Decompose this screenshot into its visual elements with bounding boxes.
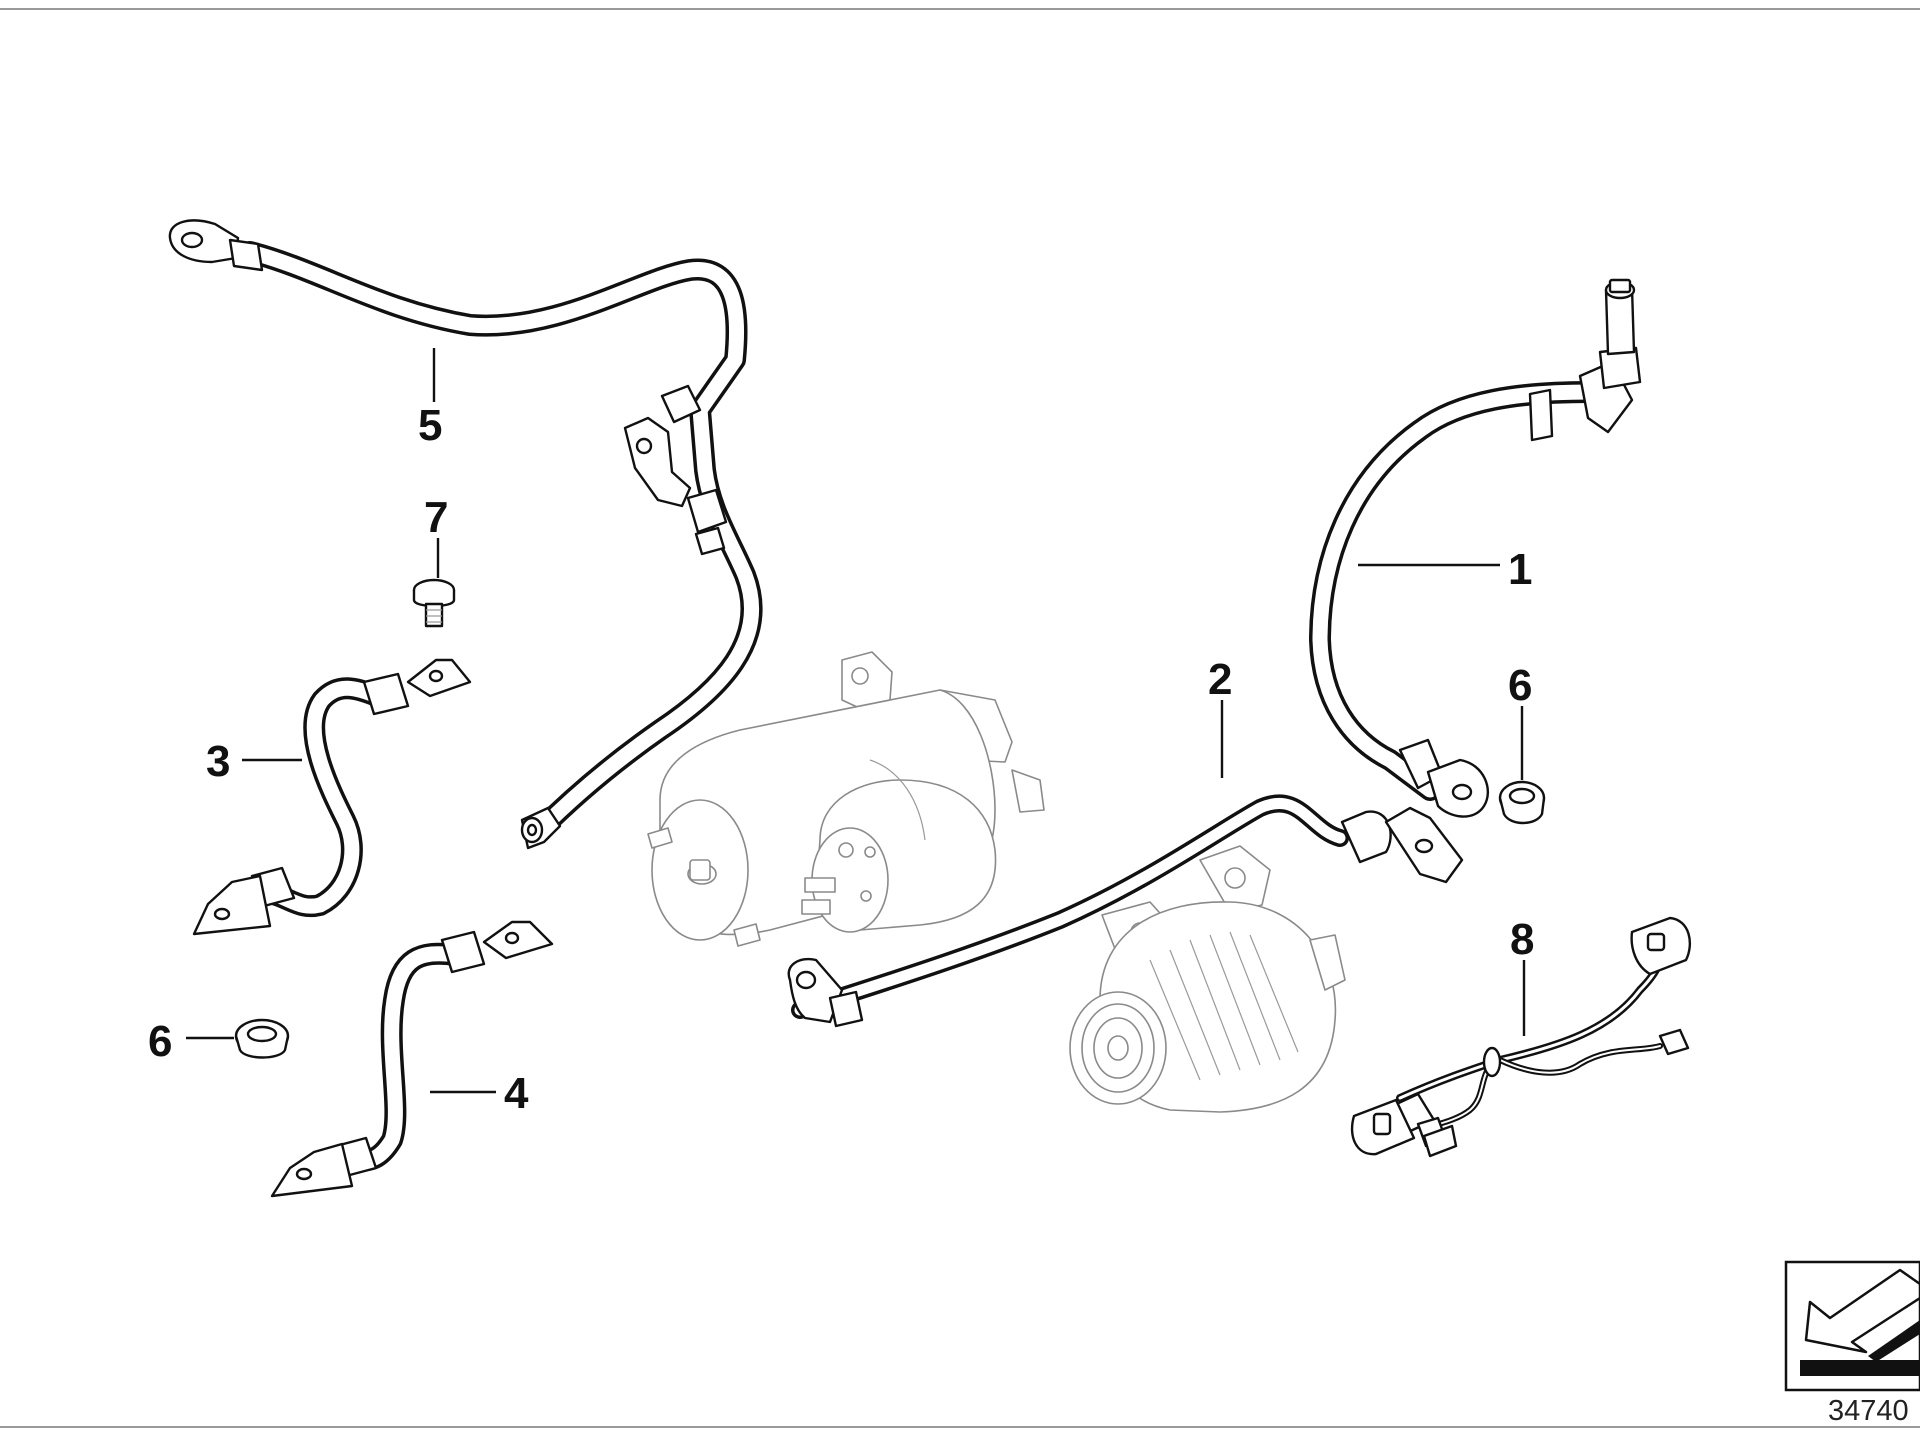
cable-1 — [1309, 278, 1642, 818]
cable-5 — [168, 219, 763, 850]
grommet-6-right — [1498, 780, 1546, 825]
cable-4 — [270, 920, 554, 1198]
callout-8: 8 — [1510, 915, 1534, 964]
grommet-6-left — [234, 1018, 290, 1059]
callout-7: 7 — [424, 493, 448, 542]
arrow-icon — [1784, 1260, 1920, 1392]
alternator — [1069, 845, 1346, 1113]
cable-2 — [787, 794, 1464, 1028]
cable-3 — [192, 658, 472, 936]
callout-4: 4 — [504, 1069, 529, 1118]
bolt-7 — [412, 578, 456, 628]
starter-motor — [647, 651, 1045, 947]
harness-8 — [1350, 916, 1691, 1158]
callout-2: 2 — [1208, 655, 1232, 704]
callout-1: 1 — [1508, 545, 1532, 594]
callout-6-left: 6 — [148, 1017, 172, 1066]
callout-6-right: 6 — [1508, 661, 1532, 710]
reference-number: 34740 — [1828, 1395, 1909, 1427]
callout-5: 5 — [418, 401, 442, 450]
callout-3: 3 — [206, 737, 230, 786]
